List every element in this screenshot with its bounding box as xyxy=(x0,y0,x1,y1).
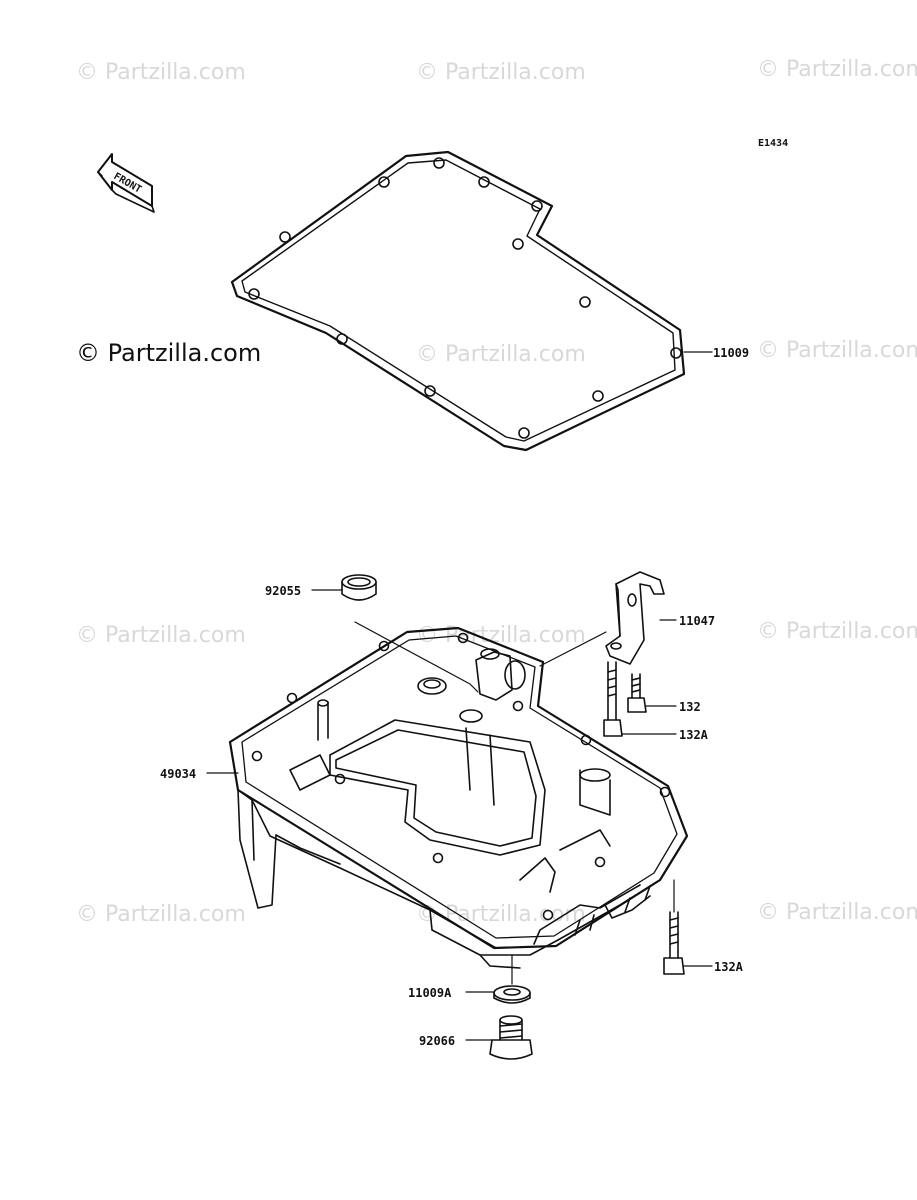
diagram-code: E1434 xyxy=(758,138,789,149)
watermark-text: © Partzilla.com xyxy=(76,623,246,648)
watermark-text: © Partzilla.com xyxy=(76,902,246,927)
bracket-part xyxy=(539,571,677,667)
front-arrow-icon: FRONT xyxy=(97,153,155,213)
oil-pan-gasket xyxy=(230,150,713,452)
callout-49034: 49034 xyxy=(160,767,197,781)
watermark-text: © Partzilla.com xyxy=(757,338,917,363)
callout-132: 132 xyxy=(679,700,701,714)
bolt-132a-lower xyxy=(663,879,713,975)
cap-part xyxy=(311,574,479,693)
watermark-text: © Partzilla.com xyxy=(416,60,586,85)
washer-part xyxy=(465,954,531,1004)
watermark-text: © Partzilla.com xyxy=(416,623,586,648)
callout-11047: 11047 xyxy=(679,614,716,628)
watermark-text: © Partzilla.com xyxy=(757,900,917,925)
callout-132a-lower: 132A xyxy=(714,960,743,974)
brand-watermark: © Partzilla.com xyxy=(76,339,262,367)
callout-132a-upper: 132A xyxy=(679,728,708,742)
oil-pan xyxy=(206,626,689,969)
watermark-text: © Partzilla.com xyxy=(416,342,586,367)
callout-92066: 92066 xyxy=(419,1034,456,1048)
watermark-text: © Partzilla.com xyxy=(76,60,246,85)
callout-92055: 92055 xyxy=(265,584,302,598)
watermark-text: © Partzilla.com xyxy=(757,57,917,82)
drain-plug-part xyxy=(465,1015,533,1060)
callout-11009a: 11009A xyxy=(408,986,452,1000)
watermark-text: © Partzilla.com xyxy=(757,619,917,644)
callout-11009: 11009 xyxy=(713,346,750,360)
bolt-132 xyxy=(627,673,677,713)
bolt-132a-upper xyxy=(603,661,677,737)
